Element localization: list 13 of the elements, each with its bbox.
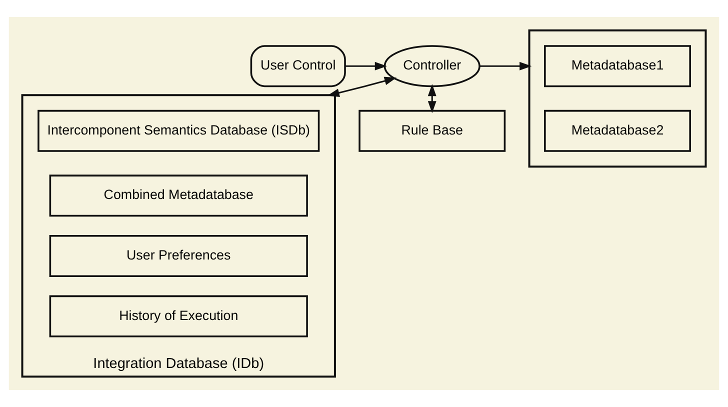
node-box: User Control (250, 45, 346, 88)
node-box: Rule Base (358, 110, 506, 152)
arrow (428, 84, 436, 114)
arrow (345, 62, 387, 70)
node-box: Metadatabase2 (544, 110, 691, 152)
arrow (480, 62, 532, 70)
node-box: Metadatabase1 (544, 45, 691, 88)
node-box: Combined Metadatabase (49, 174, 308, 217)
cluster (528, 29, 707, 168)
node-box: Intercomponent Semantics Database (ISDb) (38, 110, 320, 152)
node-box: User Preferences (49, 235, 308, 277)
arrow (327, 76, 397, 97)
node-box: History of Execution (49, 295, 308, 338)
